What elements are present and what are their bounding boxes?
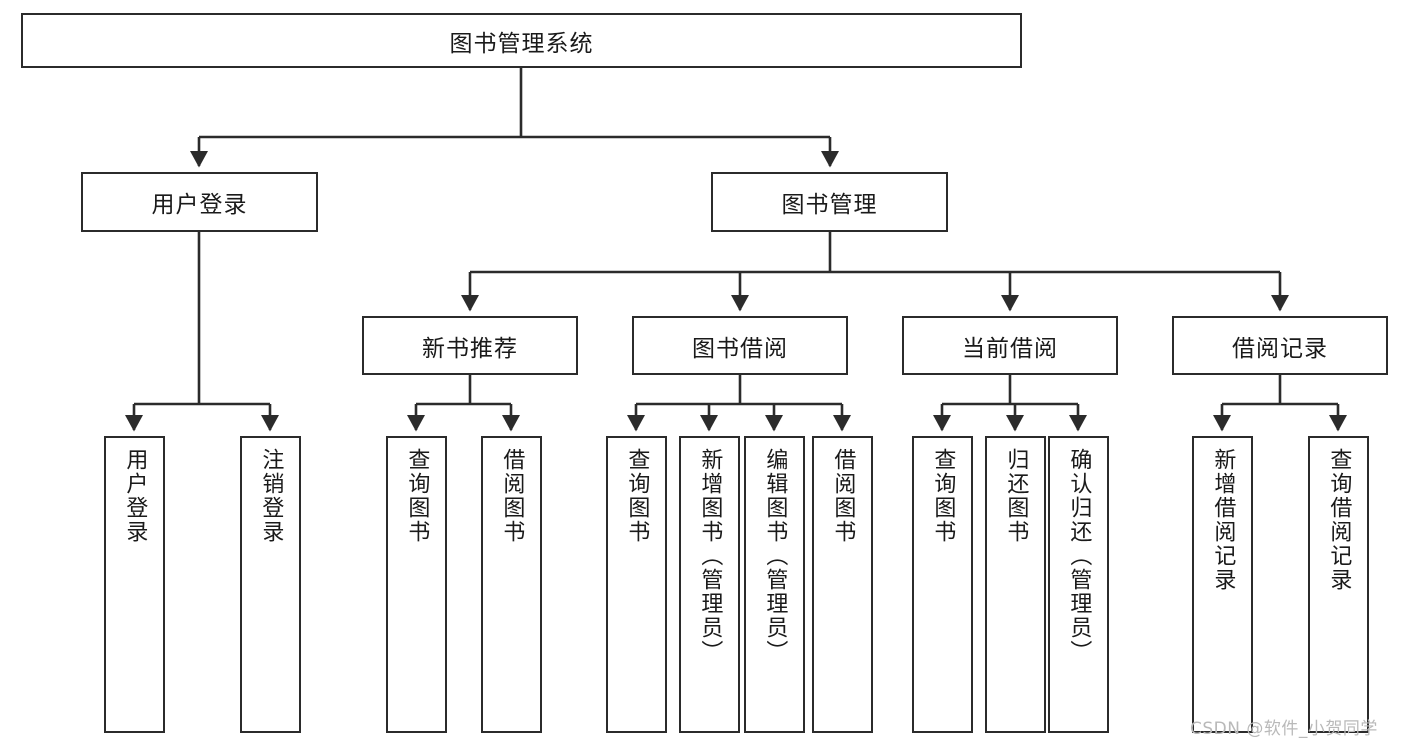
node-borrow-record[interactable]: 借阅记录 [1172, 316, 1388, 375]
node-leaf-user-login[interactable]: 用户登录 [104, 436, 165, 733]
node-current-borrow[interactable]: 当前借阅 [902, 316, 1118, 375]
leaf-label: 确认归还（管理员） [1066, 448, 1092, 664]
node-leaf-cb-return-book[interactable]: 归还图书 [985, 436, 1046, 733]
node-leaf-br-query-record[interactable]: 查询借阅记录 [1308, 436, 1369, 733]
node-leaf-cb-query-book[interactable]: 查询图书 [912, 436, 973, 733]
node-leaf-bb-query-book[interactable]: 查询图书 [606, 436, 667, 733]
node-leaf-user-logout[interactable]: 注销登录 [240, 436, 301, 733]
leaf-label: 注销登录 [258, 448, 284, 544]
leaf-label: 新增图书（管理员） [697, 448, 723, 664]
node-leaf-bb-add-book[interactable]: 新增图书（管理员） [679, 436, 740, 733]
node-root[interactable]: 图书管理系统 [21, 13, 1022, 68]
node-leaf-bb-edit-book[interactable]: 编辑图书（管理员） [744, 436, 805, 733]
node-user-login[interactable]: 用户登录 [81, 172, 318, 232]
leaf-label: 用户登录 [122, 448, 148, 544]
leaf-label: 查询图书 [930, 448, 956, 544]
node-book-borrow[interactable]: 图书借阅 [632, 316, 848, 375]
node-leaf-br-add-record[interactable]: 新增借阅记录 [1192, 436, 1253, 733]
node-leaf-cb-confirm-return[interactable]: 确认归还（管理员） [1048, 436, 1109, 733]
leaf-label: 查询图书 [624, 448, 650, 544]
leaf-label: 归还图书 [1003, 448, 1029, 544]
leaf-label: 查询借阅记录 [1326, 448, 1352, 592]
node-book-manage[interactable]: 图书管理 [711, 172, 948, 232]
node-leaf-bb-borrow-book[interactable]: 借阅图书 [812, 436, 873, 733]
node-leaf-rec-query-book[interactable]: 查询图书 [386, 436, 447, 733]
leaf-label: 借阅图书 [830, 448, 856, 544]
leaf-label: 编辑图书（管理员） [762, 448, 788, 664]
node-leaf-rec-borrow-book[interactable]: 借阅图书 [481, 436, 542, 733]
watermark-csdn: CSDN @软件_小贺同学 [1190, 719, 1378, 739]
leaf-label: 借阅图书 [499, 448, 525, 544]
leaf-label: 查询图书 [404, 448, 430, 544]
node-new-book-recommend[interactable]: 新书推荐 [362, 316, 578, 375]
leaf-label: 新增借阅记录 [1210, 448, 1236, 592]
